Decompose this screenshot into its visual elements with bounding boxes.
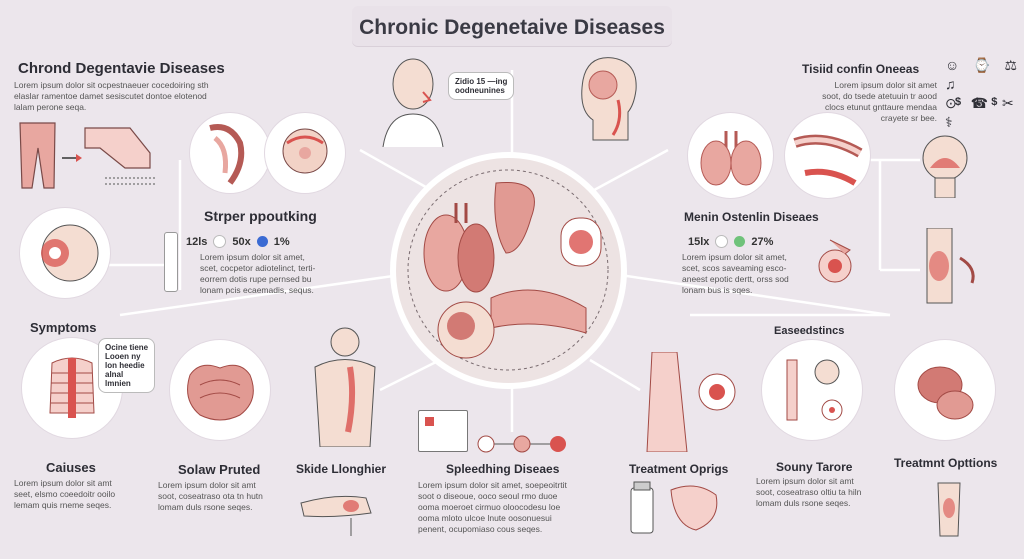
ear-head-circle [20,208,110,298]
souny-heading: Souny Tarore [776,460,853,474]
intestines-circle [170,340,270,440]
neck-bones-circle [762,340,862,440]
top-left-body: Lorem ipsum dolor sit ocpestnaeuer coced… [14,80,209,112]
head-brain-illustration [581,57,637,141]
top-right-heading: Tisiid confin Oneeas [802,62,920,76]
center-right-body: Lorem ipsum dolor sit amet,scet, scos sa… [682,252,789,295]
throat-circle [190,113,270,193]
center-left-heading: Strper ppoutking [204,208,317,224]
speeding-body: Lorem ipsum dolor sit amet, soepeoitrtit… [418,480,567,534]
central-organs-circle [396,158,621,383]
blue-dot-icon [256,236,268,247]
top-right-icon-grid: ☺ ⌚ ⚖ ♫⊙ ☎ ✂ ⚕ [945,57,1023,130]
report-icon [418,410,468,452]
virus-illustration [818,239,852,283]
lungs-circle [688,113,773,198]
center-left-body: Lorem ipsum dolor sit amet,scet, cocpeto… [200,252,316,295]
page-title: Chronic Degenetaive Diseases [359,16,665,39]
arm-illustration [300,495,372,536]
legs-illustration [19,122,155,189]
causes-heading: Caiuses [46,460,96,475]
limb-illustration [937,482,961,537]
bottle-pelvis-illustration [630,481,718,534]
head-back-illustration [922,135,968,198]
gauge-icon [164,232,178,292]
solaw-heading: Solaw Pruted [178,462,261,477]
progress-dots-illustration [477,435,566,453]
artery-circle [785,113,870,198]
torso-illustration [314,327,376,447]
knee-illustration [926,228,975,304]
white-dot-icon [715,235,729,248]
skide-heading: Skide Llonghier [296,462,387,476]
spine-illustration [646,352,736,452]
title-tab [352,6,672,46]
green-dot-icon [734,236,746,247]
center-left-stats: 12ls 50x 1% [186,235,290,248]
speeding-heading: Spleedhing Diseaes [446,462,560,476]
center-right-heading: Menin Ostenlin Diseaes [684,210,819,224]
symptoms-heading: Symptoms [30,320,97,335]
top-left-heading: Chrond Degentavie Diseases [18,60,225,77]
treatment-opts-heading: Treatment Oprigs [629,462,729,476]
top-right-prices: $4$ [955,96,998,108]
head-profile-circle [265,113,345,193]
white-dot-icon [213,235,227,248]
right-mid-heading: Easeedstincs [774,325,845,337]
treatment-options-heading: Treatmnt Opttions [894,456,998,470]
head-bust-illustration [382,58,444,147]
organs-circle [895,340,995,440]
center-right-stats: 15lx 27% [688,235,774,248]
